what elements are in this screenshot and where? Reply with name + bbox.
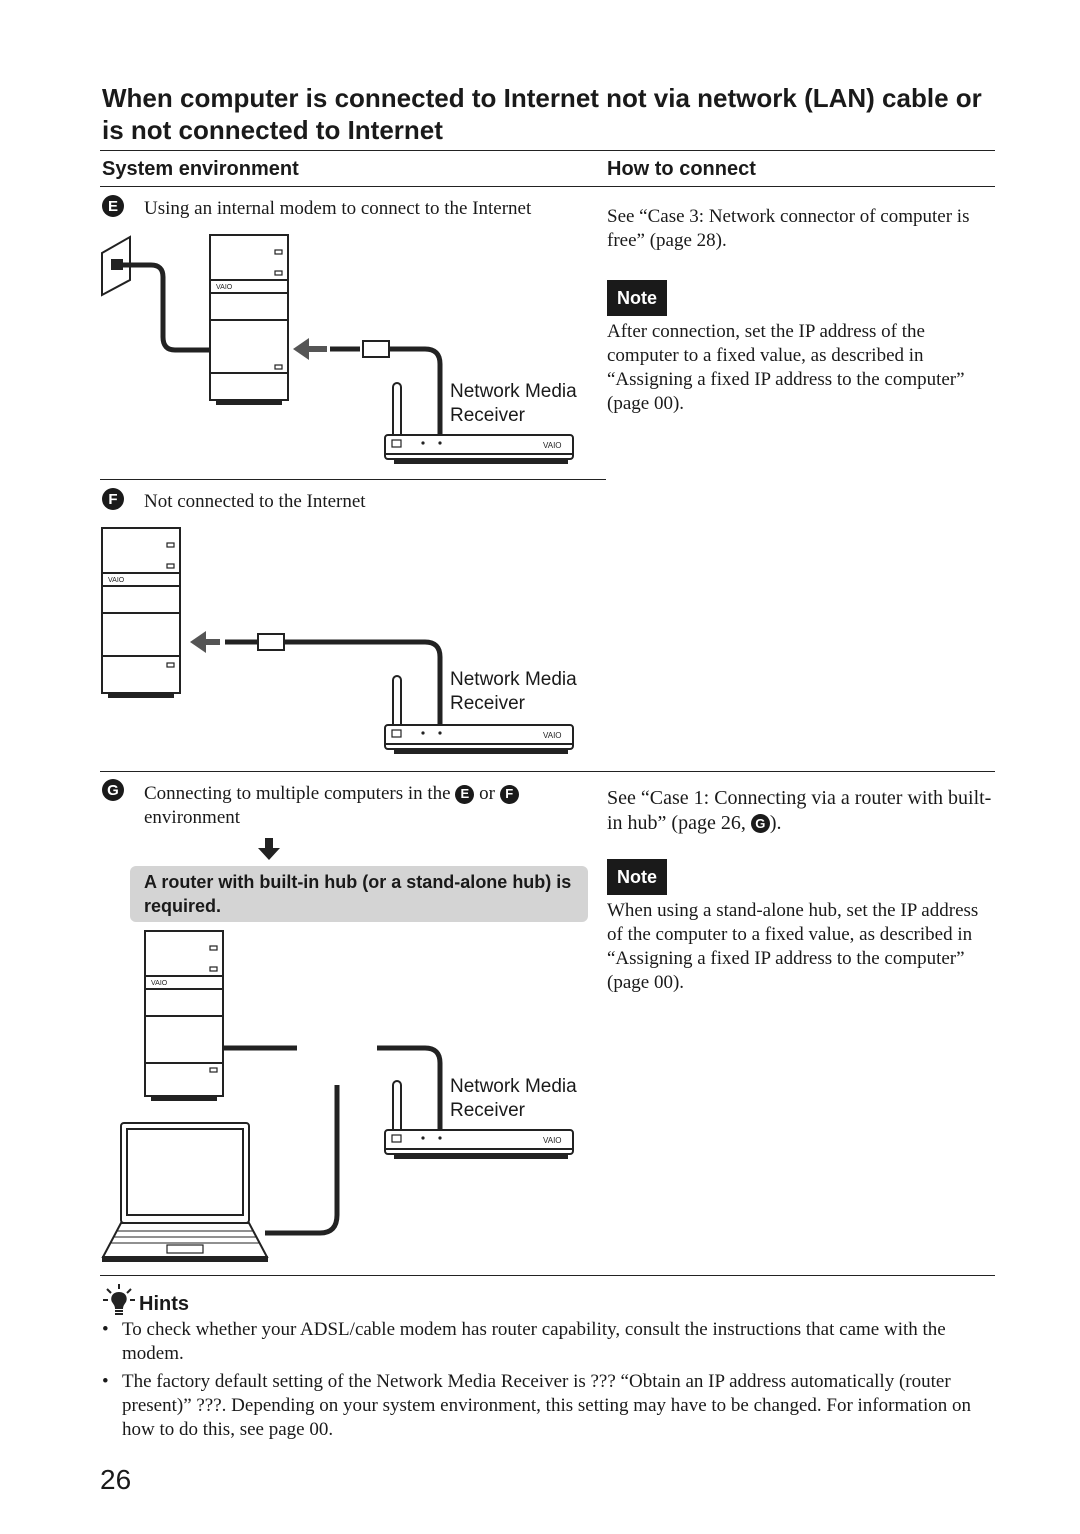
section-g-how-to: See “Case 1: Connecting via a router wit… (607, 786, 992, 836)
receiver-label-line-2: Receiver (450, 693, 525, 714)
section-g-note-text: When using a stand-alone hub, set the IP… (607, 900, 979, 993)
receiver-label-line-1: Network Media (450, 1076, 577, 1097)
lan-cable-right (377, 1045, 443, 1132)
header-rule (100, 186, 995, 187)
wireless-arrow-icon (190, 631, 206, 653)
wireless-arrow-icon (293, 338, 309, 360)
computer-brand-mark: VAIO (151, 980, 168, 987)
link-cable (389, 346, 443, 435)
desktop-computer-icon (101, 527, 181, 698)
section-g-how-to-end: ). (769, 812, 782, 834)
network-media-receiver-icon (384, 675, 574, 754)
receiver-brand-mark: VAIO (543, 731, 562, 740)
network-media-receiver-icon (384, 382, 574, 464)
router-required-callout: A router with built-in hub (or a stand-a… (130, 866, 588, 922)
section-f-diagram: VAIO VAIO (101, 527, 574, 754)
section-g-diagram: VAIO VAIO (101, 930, 574, 1262)
network-media-receiver-icon (384, 1080, 574, 1159)
section-e-note-label: Note (607, 280, 667, 316)
section-e-divider (100, 479, 606, 480)
receiver-label-line-1: Network Media (450, 381, 577, 402)
ref-f-badge: F (499, 784, 519, 804)
section-e-receiver-label: Network Media Receiver (450, 380, 577, 428)
section-f-receiver-label: Network Media Receiver (450, 668, 577, 716)
ref-e-badge: E (455, 784, 475, 804)
down-arrow-icon (258, 838, 280, 860)
wireless-adapter-icon (362, 340, 390, 358)
section-f-description: Not connected to the Internet (144, 491, 366, 512)
page-title: When computer is connected to Internet n… (102, 83, 982, 145)
hints-list: To check whether your ADSL/cable modem h… (102, 1318, 992, 1446)
or-word: or (479, 783, 495, 804)
wireless-adapter-icon (257, 633, 285, 651)
section-e-description: Using an internal modem to connect to th… (144, 198, 532, 219)
receiver-brand-mark: VAIO (543, 441, 562, 450)
ref-g-badge: G (750, 814, 770, 833)
computer-brand-mark: VAIO (216, 284, 233, 291)
section-e-how-to: See “Case 3: Network connector of comput… (607, 206, 970, 251)
hint-item: The factory default setting of the Netwo… (102, 1370, 992, 1442)
computer-brand-mark: VAIO (108, 577, 125, 584)
section-e-badge: E (102, 195, 124, 217)
receiver-brand-mark: VAIO (543, 1136, 562, 1145)
how-to-connect-header: How to connect (607, 158, 756, 180)
phone-jack-icon (101, 235, 131, 297)
section-e-note-text: After connection, set the IP address of … (607, 321, 965, 414)
section-g-description-text: Connecting to multiple computers in the (144, 783, 451, 804)
section-e-diagram: VAIO VAIO (101, 234, 574, 464)
section-f-divider (100, 771, 995, 772)
page-number: 26 (100, 1464, 132, 1495)
laptop-cable (265, 1085, 340, 1236)
desktop-computer-icon (209, 234, 289, 405)
hint-lightbulb-icon (103, 1284, 135, 1315)
section-g-description: Connecting to multiple computers in the … (144, 782, 584, 830)
title-rule (100, 150, 995, 151)
receiver-label-line-2: Receiver (450, 405, 525, 426)
section-g-note-label: Note (607, 859, 667, 895)
link-cable (284, 639, 443, 728)
hint-item: To check whether your ADSL/cable modem h… (102, 1318, 992, 1366)
hints-rule (100, 1275, 995, 1276)
section-g-description-end: environment (144, 807, 241, 828)
phone-cable (123, 262, 211, 353)
section-f-badge: F (102, 488, 124, 510)
system-environment-header: System environment (102, 158, 299, 180)
desktop-computer-icon (144, 930, 224, 1101)
section-g-how-to-text: See “Case 1: Connecting via a router wit… (607, 787, 992, 834)
section-g-badge: G (102, 779, 124, 801)
receiver-label-line-1: Network Media (450, 669, 577, 690)
receiver-label-line-2: Receiver (450, 1100, 525, 1121)
hints-heading: Hints (139, 1293, 189, 1315)
section-g-receiver-label: Network Media Receiver (450, 1075, 577, 1123)
laptop-computer-icon (101, 1122, 269, 1262)
